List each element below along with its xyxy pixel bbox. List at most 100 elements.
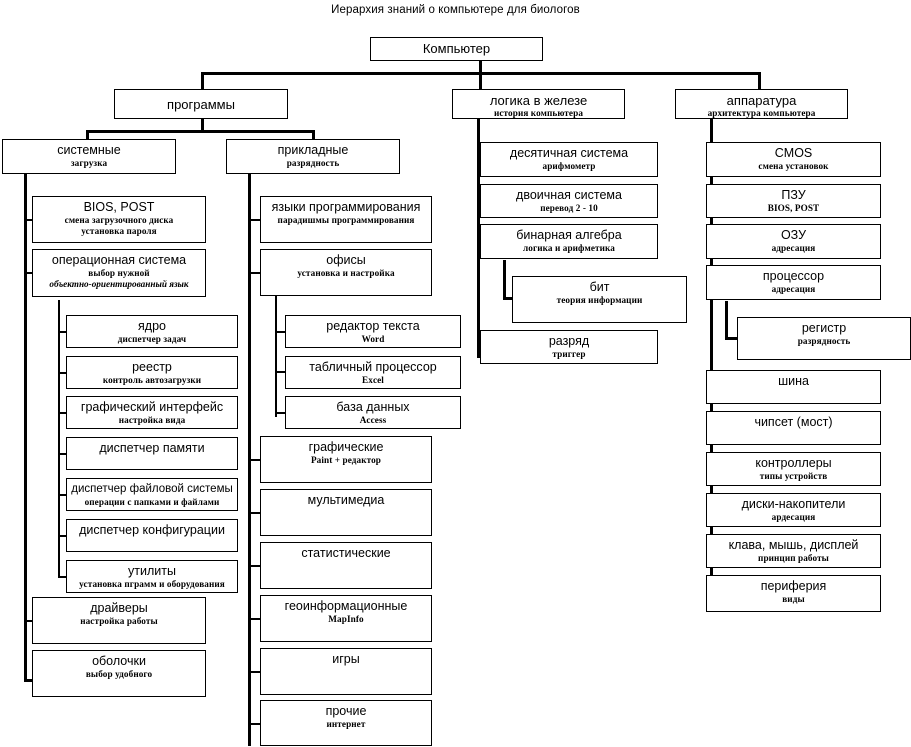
node-utils[interactable]: утилиты установка пграмм и оборудования bbox=[66, 560, 238, 593]
node-binary[interactable]: двоичная система перевод 2 - 10 bbox=[480, 184, 658, 218]
node-kernel-subtitle: диспетчер задач bbox=[117, 334, 187, 344]
node-graphics[interactable]: графические Paint + редактор bbox=[260, 436, 432, 483]
node-offices[interactable]: офисы установка и настройка bbox=[260, 249, 432, 296]
node-gui[interactable]: графический интерфейс настройка вида bbox=[66, 396, 238, 429]
node-bios-title: BIOS, POST bbox=[83, 200, 155, 214]
node-hardware-subtitle: архитектура компьютера bbox=[707, 108, 816, 118]
node-drivers[interactable]: драйверы настройка работы bbox=[32, 597, 206, 644]
connector-offices-to-database bbox=[275, 412, 286, 414]
node-applied[interactable]: прикладные разрядность bbox=[226, 139, 400, 174]
connector-applied-to-multimedia bbox=[248, 512, 262, 514]
connector-drop-hardware bbox=[758, 72, 761, 90]
connector-drop-system bbox=[86, 130, 89, 140]
connector-root-stem bbox=[479, 60, 482, 73]
node-bios[interactable]: BIOS, POST смена загрузочного диска уста… bbox=[32, 196, 206, 243]
connector-applied-to-other bbox=[248, 723, 262, 725]
node-kbdmouse[interactable]: клава, мышь, дисплей принцип работы bbox=[706, 534, 881, 568]
node-cmos[interactable]: CMOS смена установок bbox=[706, 142, 881, 177]
node-os-note: объектно-ориентированный язык bbox=[49, 279, 189, 289]
node-chipset-title: чипсет (мост) bbox=[754, 415, 833, 429]
connector-applied-to-statistics bbox=[248, 565, 262, 567]
node-ram-subtitle: адресация bbox=[771, 243, 816, 253]
node-programs-title: программы bbox=[167, 96, 235, 112]
node-multimedia-title: мультимедиа bbox=[307, 493, 385, 507]
node-razryad[interactable]: разряд триггер bbox=[480, 330, 658, 364]
node-decimal[interactable]: десятичная система арифмометр bbox=[480, 142, 658, 177]
node-texteditor-title: редактор текста bbox=[326, 319, 420, 333]
node-kbdmouse-title: клава, мышь, дисплей bbox=[728, 538, 859, 552]
page-title: Иерархия знаний о компьютере для биолого… bbox=[331, 4, 580, 16]
node-graphics-subtitle: Paint + редактор bbox=[310, 455, 382, 465]
node-binary-title: двоичная система bbox=[516, 188, 622, 202]
node-programs[interactable]: программы bbox=[114, 89, 288, 119]
connector-offices-spine bbox=[275, 295, 277, 417]
node-games-title: игры bbox=[332, 652, 360, 666]
node-system[interactable]: системные загрузка bbox=[2, 139, 176, 174]
node-database[interactable]: база данных Access bbox=[285, 396, 461, 429]
node-root[interactable]: Компьютер bbox=[370, 37, 543, 61]
node-langs[interactable]: языки программирования парадишмы програм… bbox=[260, 196, 432, 243]
connector-applied-to-gis bbox=[248, 618, 262, 620]
node-spreadsheet[interactable]: табличный процессор Excel bbox=[285, 356, 461, 389]
node-razryad-title: разряд bbox=[548, 334, 590, 348]
node-kernel-title: ядро bbox=[138, 319, 166, 333]
node-register-subtitle: разрядность bbox=[797, 336, 851, 346]
node-bit[interactable]: бит теория информации bbox=[512, 276, 687, 323]
node-disks[interactable]: диски-накопители ардесация bbox=[706, 493, 881, 527]
node-controllers[interactable]: контроллеры типы устройств bbox=[706, 452, 881, 486]
node-boolalg[interactable]: бинарная алгебра логика и арифметика bbox=[480, 224, 658, 259]
node-ram-title: ОЗУ bbox=[780, 228, 807, 242]
connector-drop-programs bbox=[201, 72, 204, 90]
node-multimedia[interactable]: мультимедиа bbox=[260, 489, 432, 536]
node-logic[interactable]: логика в железе история компьютера bbox=[452, 89, 625, 119]
node-fsmgr-subtitle: операции с папками и файлами bbox=[84, 497, 220, 507]
node-binary-subtitle: перевод 2 - 10 bbox=[540, 203, 598, 213]
node-kernel[interactable]: ядро диспетчер задач bbox=[66, 315, 238, 348]
node-bios-subtitle-1: смена загрузочного диска bbox=[64, 215, 174, 225]
node-periphery[interactable]: периферия виды bbox=[706, 575, 881, 612]
node-memmgr-title: диспетчер памяти bbox=[99, 441, 205, 455]
node-periphery-subtitle: виды bbox=[782, 594, 805, 604]
node-games[interactable]: игры bbox=[260, 648, 432, 695]
node-chipset[interactable]: чипсет (мост) bbox=[706, 411, 881, 445]
node-gis-subtitle: MapInfo bbox=[328, 614, 364, 624]
node-hardware[interactable]: аппаратура архитектура компьютера bbox=[675, 89, 848, 119]
node-cfgmgr[interactable]: диспетчер конфигурации bbox=[66, 519, 238, 552]
node-rom[interactable]: ПЗУ BIOS, POST bbox=[706, 184, 881, 218]
node-system-title: системные bbox=[57, 143, 121, 157]
connector-applied-to-games bbox=[248, 671, 262, 673]
node-logic-title: логика в железе bbox=[489, 93, 588, 108]
node-hardware-title: аппаратура bbox=[726, 93, 797, 108]
connector-applied-to-offices bbox=[248, 272, 262, 274]
node-register[interactable]: регистр разрядность bbox=[737, 317, 911, 360]
connector-boolalg-spine bbox=[503, 260, 506, 300]
node-fsmgr-title: диспетчер файловой системы bbox=[71, 483, 233, 495]
node-drivers-subtitle: настройка работы bbox=[80, 616, 158, 626]
node-database-subtitle: Access bbox=[359, 415, 387, 425]
node-disks-title: диски-накопители bbox=[741, 497, 846, 511]
node-gis[interactable]: геоинформационные MapInfo bbox=[260, 595, 432, 642]
node-memmgr[interactable]: диспетчер памяти bbox=[66, 437, 238, 470]
node-bit-subtitle: теория информации bbox=[556, 295, 643, 305]
node-utils-title: утилиты bbox=[128, 564, 176, 578]
node-bit-title: бит bbox=[589, 280, 610, 294]
node-shells[interactable]: оболочки выбор удобного bbox=[32, 650, 206, 697]
node-os-subtitle: выбор нужной bbox=[88, 268, 150, 278]
connector-cpu-to-register bbox=[725, 337, 739, 340]
node-kbdmouse-subtitle: принцип работы bbox=[758, 553, 829, 563]
node-statistics[interactable]: статистические bbox=[260, 542, 432, 589]
connector-hardware-spine bbox=[710, 118, 713, 612]
node-texteditor[interactable]: редактор текста Word bbox=[285, 315, 461, 348]
node-cpu[interactable]: процессор адресация bbox=[706, 265, 881, 300]
node-os[interactable]: операционная система выбор нужной объект… bbox=[32, 249, 206, 297]
node-ram[interactable]: ОЗУ адресация bbox=[706, 224, 881, 259]
connector-os-to-fsmgr bbox=[58, 494, 68, 496]
connector-applied-to-langs bbox=[248, 219, 262, 221]
node-bus[interactable]: шина bbox=[706, 370, 881, 404]
node-shells-subtitle: выбор удобного bbox=[85, 669, 153, 679]
node-periphery-title: периферия bbox=[760, 579, 827, 593]
node-fsmgr[interactable]: диспетчер файловой системы операции с па… bbox=[66, 478, 238, 511]
node-registry[interactable]: реестр контроль автозагрузки bbox=[66, 356, 238, 389]
node-other[interactable]: прочие интернет bbox=[260, 700, 432, 746]
